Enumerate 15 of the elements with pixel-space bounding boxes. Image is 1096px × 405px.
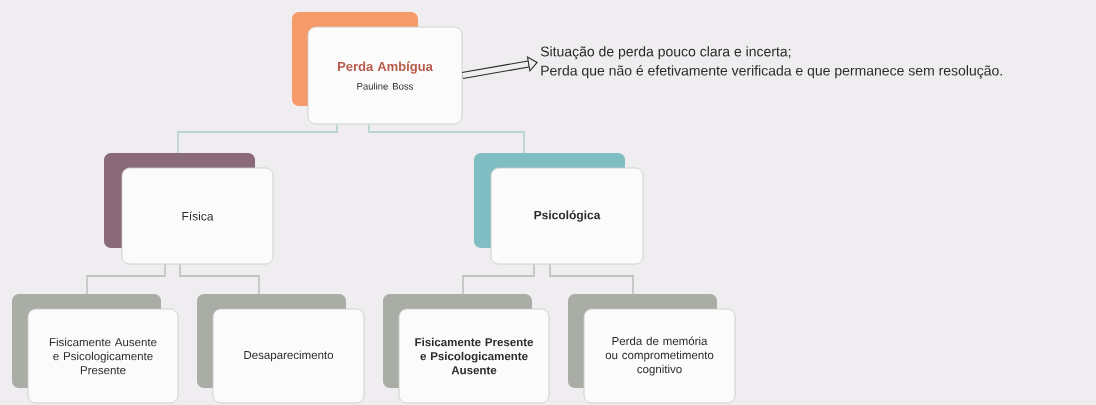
connector-line — [462, 263, 535, 295]
card-box: Fisicamente Ausente e Psicologicamente Presente — [12, 294, 179, 404]
connector-line — [179, 263, 260, 295]
block-arrow — [461, 56, 538, 80]
card-box: Perda de memória ou comprometimento cognitivo — [568, 294, 736, 404]
card-box: Desaparecimento — [197, 294, 365, 404]
card-box: Física — [104, 153, 274, 265]
card-box: Perda Ambígua Pauline Boss — [292, 12, 463, 125]
connector-line — [177, 123, 338, 154]
connector-line — [368, 123, 525, 154]
card-box: Fisicamente Presente e Psicologicamente Ausente — [383, 294, 550, 404]
connector-line — [86, 263, 166, 295]
connector-line — [549, 263, 634, 295]
card-box: Psicológica — [474, 153, 644, 265]
description-text: Situação de perda pouco clara e incerta; Perda que não é efetivamente verificada e que permanece sem resolução. — [540, 46, 1002, 79]
